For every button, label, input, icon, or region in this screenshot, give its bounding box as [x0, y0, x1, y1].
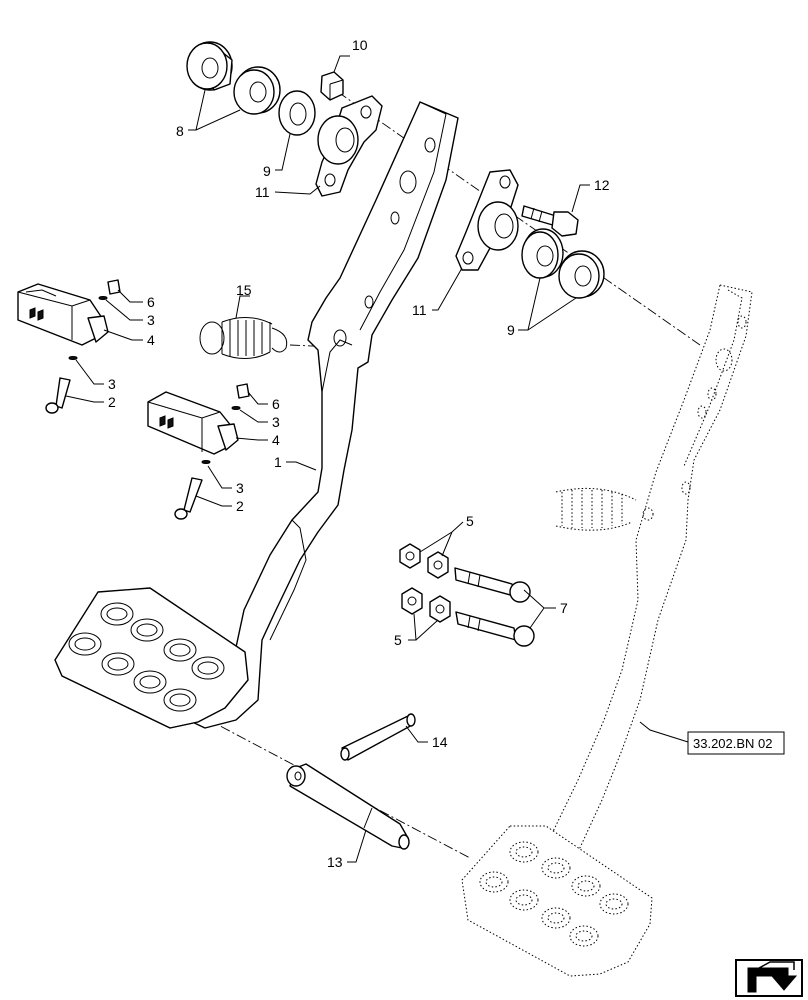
ghost-pad-studs — [479, 841, 629, 947]
callout-11-left: 11 — [255, 184, 270, 200]
callout-6-upper: 6 — [147, 294, 155, 310]
callout-6-lower: 6 — [272, 396, 280, 412]
washer-3-upper — [68, 296, 108, 360]
bolt-12 — [521, 205, 579, 237]
bearing-flange-11-right — [455, 169, 519, 271]
spring-15 — [199, 317, 288, 359]
bearing-flange-11-left — [315, 95, 383, 197]
shaft-13 — [286, 763, 410, 850]
nut-5-upper-a — [399, 543, 421, 569]
callout-5-upper: 5 — [466, 513, 474, 529]
callout-11-right: 11 — [412, 302, 427, 318]
switch-4-lower — [147, 391, 239, 455]
reference-box-label: 33.202.BN 02 — [693, 736, 773, 751]
pin-14 — [340, 713, 416, 761]
reference-box[interactable]: 33.202.BN 02 — [687, 731, 785, 755]
callout-3-lower-top: 3 — [272, 414, 280, 430]
callout-12: 12 — [594, 177, 610, 193]
callout-2-lower: 2 — [236, 498, 244, 514]
callout-10: 10 — [352, 37, 368, 53]
pedal-pad — [54, 587, 249, 729]
return-arrow-icon[interactable] — [735, 959, 803, 997]
nut-5-lower-a — [401, 587, 423, 615]
screw-6-upper — [107, 279, 121, 295]
bolt-2-lower — [174, 477, 203, 520]
bolt-7-upper — [454, 567, 531, 603]
callout-labels: 10 8 9 11 12 11 9 15 6 3 4 3 2 6 3 4 1 3… — [108, 37, 610, 870]
callout-2-upper: 2 — [108, 394, 116, 410]
callout-3-upper-bottom: 3 — [108, 376, 116, 392]
callout-15: 15 — [236, 282, 252, 298]
callout-4-lower: 4 — [272, 432, 280, 448]
washer-9-right-b — [558, 250, 605, 299]
bolt-2-upper — [45, 377, 71, 414]
pedal-arm — [187, 101, 459, 729]
callout-3-lower-bottom: 3 — [236, 480, 244, 496]
callout-7: 7 — [560, 600, 568, 616]
bolt-7-lower — [455, 611, 535, 647]
callout-4-upper: 4 — [147, 332, 155, 348]
washer-3-lower — [201, 406, 241, 464]
nut-10 — [320, 71, 344, 101]
callout-3-upper-top: 3 — [147, 312, 155, 328]
washer-9-left — [278, 90, 316, 136]
leader-lines — [65, 55, 689, 863]
switch-4-upper — [17, 283, 109, 346]
center-lines — [204, 91, 701, 859]
ghost-pedal — [461, 284, 753, 977]
nut-5-upper-b — [427, 551, 449, 579]
callout-14: 14 — [432, 734, 448, 750]
callout-9-right: 9 — [507, 322, 515, 338]
washer-9-right-a — [521, 228, 564, 279]
callout-9-left: 9 — [263, 163, 271, 179]
nut-5-lower-b — [429, 595, 451, 623]
callout-8: 8 — [176, 123, 184, 139]
bearing-8-right — [233, 66, 281, 115]
bearing-8-left — [186, 41, 233, 91]
callout-5-lower: 5 — [394, 632, 402, 648]
callout-1: 1 — [274, 454, 282, 470]
callout-13: 13 — [327, 854, 343, 870]
screw-6-lower — [236, 383, 250, 399]
pad-studs — [68, 602, 225, 712]
